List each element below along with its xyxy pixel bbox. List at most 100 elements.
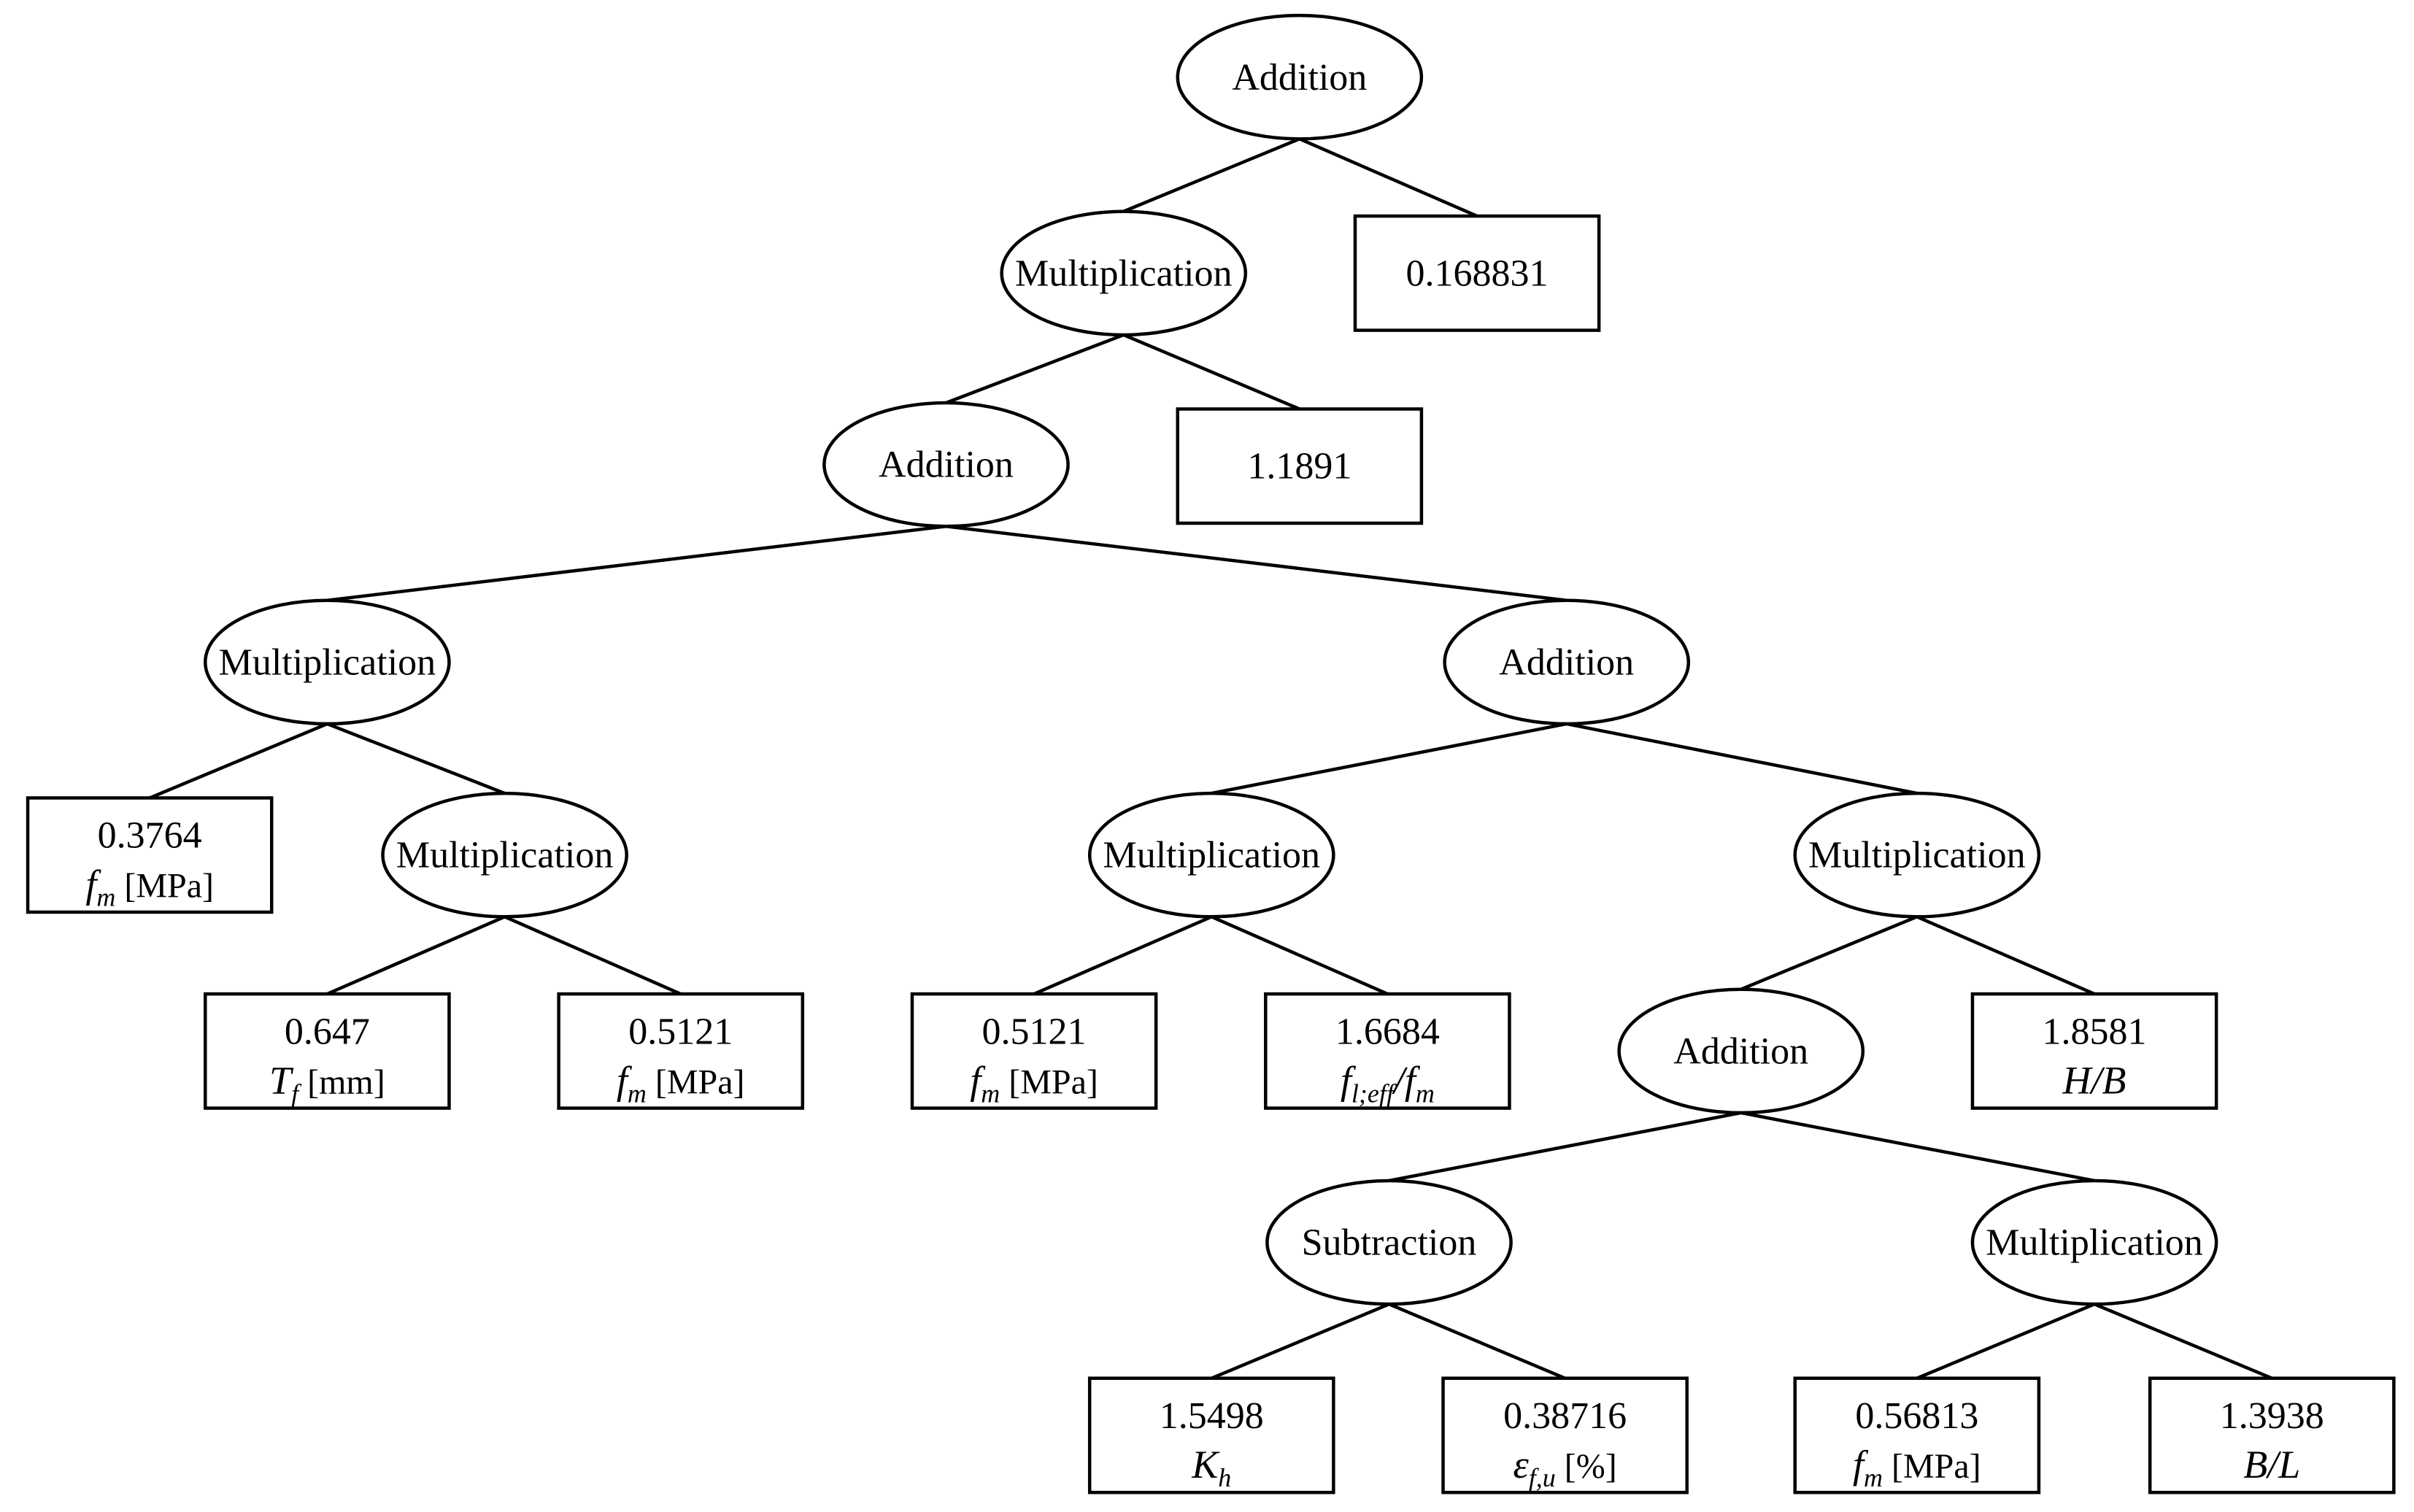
operator-ellipse (204, 598, 451, 726)
operator-ellipse (1176, 13, 1424, 141)
variable-label: Kh (1191, 1443, 1231, 1492)
coefficient-value: 0.647 (285, 1011, 370, 1052)
coefficient-value: 0.5121 (628, 1011, 733, 1052)
operator-node: Addition (1443, 598, 1691, 726)
tree-edge (1389, 1111, 1742, 1183)
value-box (557, 992, 805, 1110)
unit-label: [mm] (298, 1062, 385, 1101)
operator-label: Multiplication (1103, 835, 1321, 876)
tree-edge (1211, 1303, 1390, 1380)
operator-ellipse (1443, 598, 1691, 726)
tree-edge (1916, 915, 2095, 996)
variable-label: fm [MPa] (617, 1058, 745, 1108)
value-box (1264, 992, 1511, 1110)
operator-label: Multiplication (219, 641, 436, 683)
tree-edge (945, 333, 1125, 405)
variable-subscript: m (628, 1079, 647, 1108)
unit-label: [MPa] (115, 867, 214, 906)
value-node: 0.38716 εf,u [%] (1441, 1376, 1689, 1494)
operator-label: Multiplication (1015, 252, 1233, 294)
value-box (2148, 1376, 2396, 1494)
coefficient-value: 1.1891 (1247, 446, 1351, 487)
tree-edges (149, 137, 2273, 1380)
operator-ellipse (1265, 1179, 1513, 1306)
value-box (26, 796, 274, 914)
variable-subscript: m (1864, 1463, 1883, 1492)
value-box (1176, 407, 1424, 525)
operator-node: Subtraction (1265, 1179, 1513, 1306)
value-node: 0.168831 (1353, 214, 1601, 332)
coefficient-value: 1.8581 (2043, 1011, 2147, 1052)
value-box (1793, 1376, 2041, 1494)
tree-edge (326, 722, 506, 795)
variable-subscript: l;eff (1351, 1079, 1397, 1108)
operator-label: Multiplication (396, 835, 614, 876)
operator-node: Multiplication (1970, 1179, 2218, 1306)
operator-ellipse (1617, 987, 1865, 1115)
unit-label: [MPa] (1000, 1062, 1098, 1101)
operator-label: Multiplication (1986, 1222, 2203, 1264)
variable-label: H/B (2062, 1058, 2126, 1102)
value-box (204, 992, 451, 1110)
variable-symbol: T (269, 1058, 294, 1102)
tree-edge (1211, 722, 1567, 795)
operator-node: Addition (1176, 13, 1424, 141)
variable-symbol: B/L (2243, 1443, 2300, 1486)
operator-ellipse (822, 401, 1070, 528)
value-node: 0.5121 fm [MPa] (910, 992, 1158, 1110)
tree-edge (149, 722, 328, 800)
tree-edge (1298, 137, 1478, 218)
tree-edge (504, 915, 682, 996)
operator-label: Addition (1499, 641, 1634, 683)
tree-edge (1740, 915, 1918, 991)
tree-edge (1033, 915, 1213, 996)
tree-edge (1566, 722, 1918, 795)
operator-node: Multiplication (1793, 791, 2041, 919)
variable-label: fm [MPa] (970, 1058, 1098, 1108)
unit-label: [MPa] (647, 1062, 745, 1101)
tree-edge (1388, 1303, 1566, 1380)
variable-label: εf,u [%] (1513, 1443, 1616, 1492)
tree-edge (1740, 1111, 2095, 1183)
operator-label: Multiplication (1808, 835, 2026, 876)
operator-label: Subtraction (1302, 1222, 1477, 1264)
unit-label: [%] (1556, 1447, 1617, 1486)
value-node: 1.1891 (1176, 407, 1424, 525)
value-box (1970, 992, 2218, 1110)
operator-label: Addition (1232, 57, 1367, 99)
operator-ellipse (1087, 791, 1335, 919)
tree-edge (327, 524, 946, 602)
value-box (910, 992, 1158, 1110)
variable-symbol: H/B (2062, 1058, 2126, 1102)
variable-label: Tf [mm] (269, 1058, 385, 1108)
operator-node: Multiplication (1000, 209, 1248, 337)
operator-ellipse (1000, 209, 1248, 337)
variable-symbol: K (1191, 1443, 1220, 1486)
coefficient-value: 0.38716 (1503, 1395, 1627, 1437)
value-node: 0.647 Tf [mm] (204, 992, 451, 1110)
coefficient-value: 1.6684 (1335, 1011, 1440, 1052)
variable-label: B/L (2243, 1443, 2300, 1486)
operator-node: Multiplication (381, 791, 628, 919)
tree-edge (1211, 915, 1389, 996)
variable-symbol: ε (1513, 1443, 1529, 1486)
coefficient-value: 0.168831 (1406, 252, 1549, 294)
variable-subscript: m (981, 1079, 1000, 1108)
value-node: 0.5121 fm [MPa] (557, 992, 805, 1110)
coefficient-value: 1.5498 (1160, 1395, 1264, 1437)
coefficient-value: 0.5121 (982, 1011, 1087, 1052)
tree-edge (1122, 137, 1300, 213)
operator-ellipse (1970, 1179, 2218, 1306)
operator-node: Multiplication (204, 598, 451, 726)
operator-ellipse (1793, 791, 2041, 919)
operator-label: Addition (1673, 1030, 1808, 1072)
value-box (1087, 1376, 1335, 1494)
value-box (1353, 214, 1601, 332)
